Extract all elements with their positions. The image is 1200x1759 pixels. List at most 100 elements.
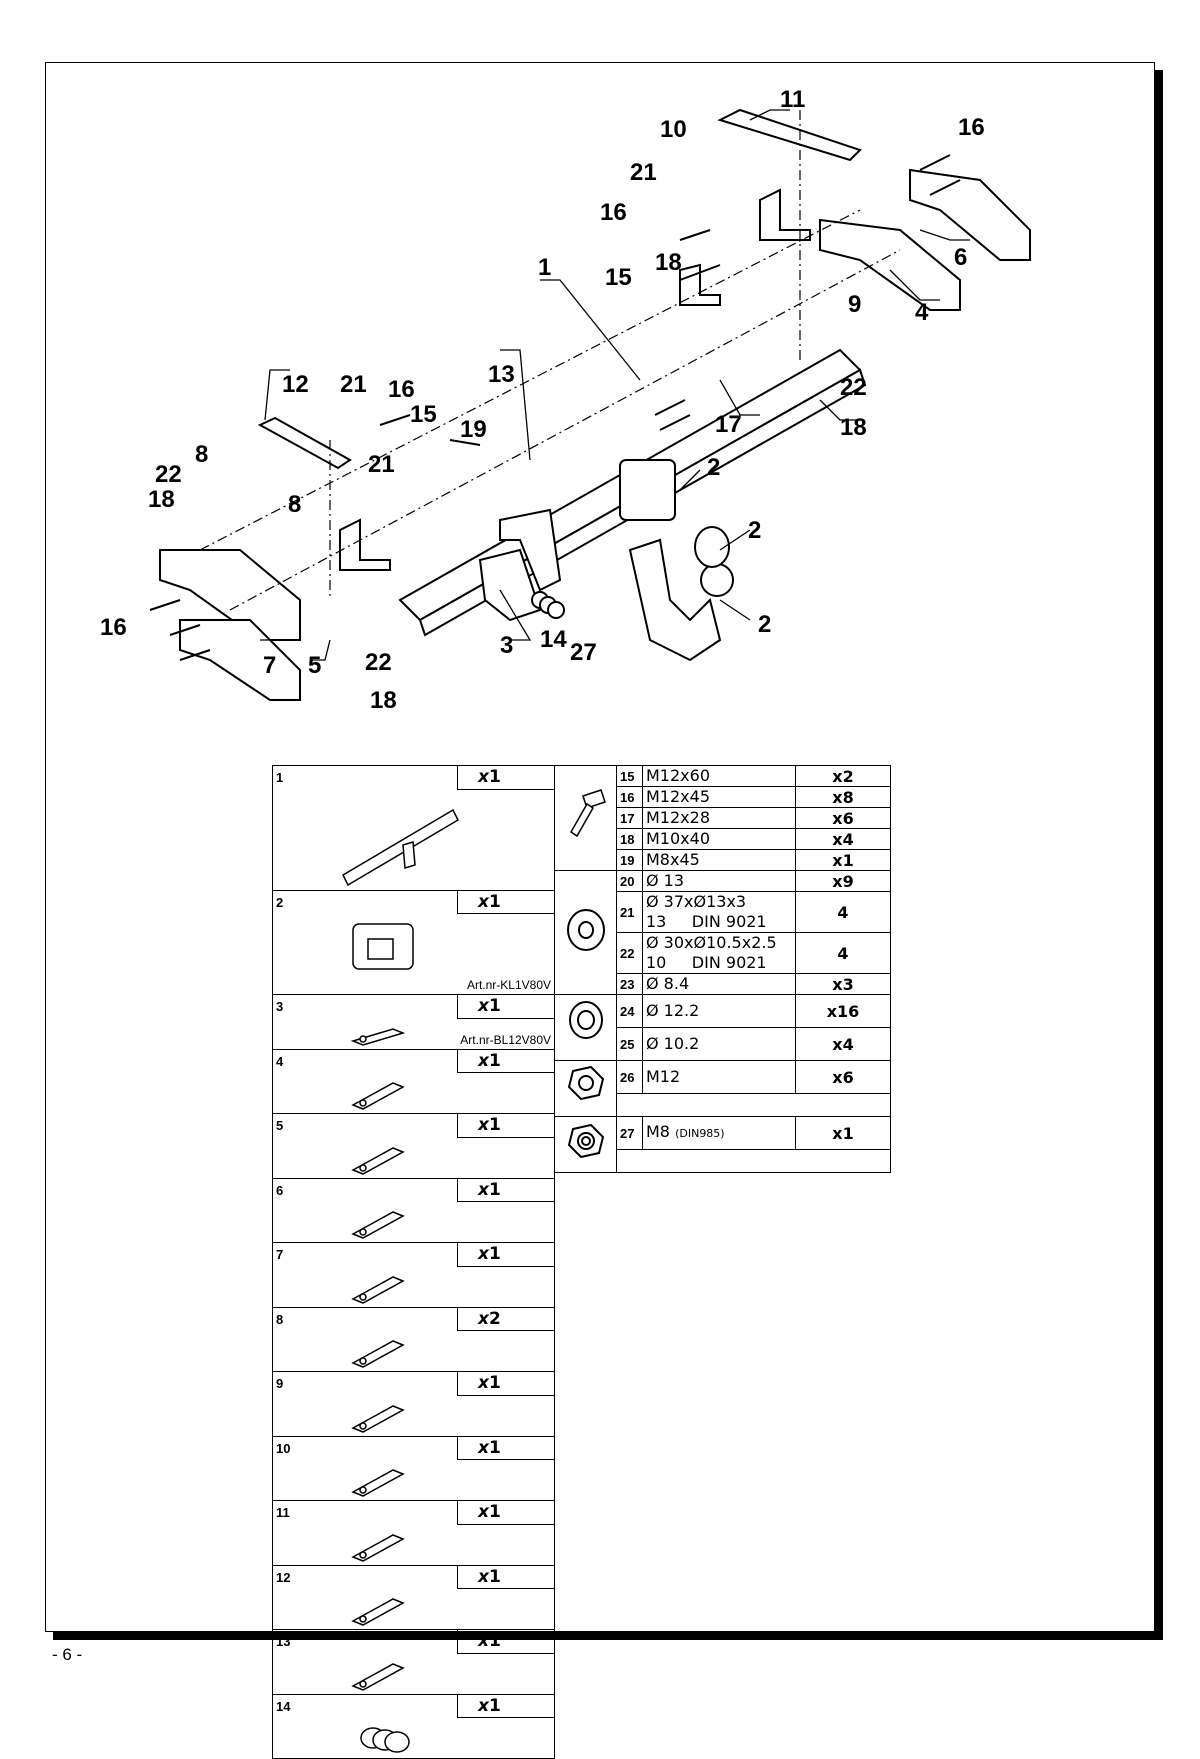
hardware-number: 25 (616, 1027, 643, 1061)
part-sketch-icon (342, 808, 459, 886)
qty-value: 1 (488, 1050, 501, 1071)
part-sketch-icon (350, 1027, 406, 1046)
part-quantity: x1 (457, 1500, 555, 1525)
spec-line: Ø 10.2 (646, 1034, 700, 1053)
part-illustration (272, 1201, 555, 1243)
hardware-spec: M10x40 (642, 828, 796, 850)
callout-4: 4 (915, 299, 929, 326)
hardware-spec: M12 (642, 1060, 796, 1094)
qty-value: 1 (488, 1115, 501, 1136)
hardware-icon-cell (554, 1116, 617, 1173)
callout-14: 14 (540, 626, 567, 653)
hardware-spec: Ø 13 (642, 870, 796, 892)
part-number: 13 (272, 1629, 458, 1653)
hardware-number: 19 (616, 849, 643, 871)
hardware-quantity: x1 (795, 1116, 891, 1150)
hardware-number: 18 (616, 828, 643, 850)
article-number: Art.nr-KL1V80V (466, 978, 551, 992)
part-illustration (272, 1459, 555, 1501)
spec-line: Ø 37xØ13x3 (646, 892, 747, 911)
part-illustration (272, 1137, 555, 1179)
part-quantity: x1 (457, 1113, 555, 1138)
part-number: 11 (272, 1500, 458, 1524)
qty-prefix: x (478, 891, 489, 912)
callout-27: 27 (570, 639, 597, 666)
part-number: 1 (272, 765, 458, 789)
callout-8: 8 (288, 491, 301, 518)
part-quantity: x1 (457, 994, 555, 1019)
part-illustration (272, 1072, 555, 1114)
part-illustration (272, 1524, 555, 1566)
qty-prefix: x (478, 767, 489, 788)
qty-value: 1 (488, 996, 501, 1017)
qty-value: 1 (488, 1179, 501, 1200)
qty-prefix: x (478, 996, 489, 1017)
qty-prefix: x (478, 1631, 489, 1652)
callout-7: 7 (263, 652, 276, 679)
callout-22: 22 (155, 461, 182, 488)
part-quantity: x1 (457, 1048, 555, 1073)
spec-line: Ø 12.2 (646, 1001, 700, 1020)
hardware-icon-cell (554, 870, 617, 995)
frame-shadow-right (1155, 70, 1163, 1640)
part-quantity: x1 (457, 889, 555, 914)
callout-17: 17 (715, 411, 742, 438)
part-number: 3 (272, 994, 458, 1018)
hardware-quantity: x16 (795, 994, 891, 1028)
qty-value: 1 (488, 1631, 501, 1652)
hardware-spec: M12x60 (642, 765, 796, 787)
callout-22: 22 (840, 374, 867, 401)
hardware-spec: M12x28 (642, 807, 796, 829)
hardware-quantity: x6 (795, 1060, 891, 1094)
spec-line: Ø 13 (646, 871, 685, 890)
callout-21: 21 (340, 371, 367, 398)
callout-3: 3 (500, 632, 513, 659)
flat-washer-icon (566, 909, 605, 951)
hardware-quantity: x3 (795, 973, 891, 995)
spec-line-2: 13 DIN 9021 (646, 912, 767, 931)
part-sketch-icon (351, 1533, 405, 1562)
page-number: - 6 - (52, 1645, 83, 1664)
qty-prefix: x (478, 1179, 489, 1200)
part-sketch-icon (352, 923, 414, 970)
part-illustration (272, 1395, 555, 1437)
spec-line: M12x28 (646, 808, 710, 827)
callout-12: 12 (282, 371, 309, 398)
qty-value: 1 (488, 1695, 501, 1716)
qty-prefix: x (478, 1308, 489, 1329)
callout-16: 16 (388, 376, 415, 403)
part-sketch-icon (351, 1146, 405, 1175)
qty-prefix: x (478, 1502, 489, 1523)
qty-value: 2 (488, 1308, 501, 1329)
qty-value: 1 (488, 1244, 501, 1265)
spec-line: M10x40 (646, 829, 710, 848)
spacer-cell (616, 1093, 891, 1117)
bolt-icon (569, 788, 606, 837)
hardware-number: 15 (616, 765, 643, 787)
part-number: 14 (272, 1693, 458, 1718)
hardware-spec: M8x45 (642, 849, 796, 871)
part-number: 4 (272, 1048, 458, 1073)
hardware-spec: Ø 10.2 (642, 1027, 796, 1061)
callout-11: 11 (780, 86, 805, 113)
hardware-quantity: x1 (795, 849, 891, 871)
part-illustration (272, 1653, 555, 1695)
spec-line-2: 10 DIN 9021 (646, 953, 767, 972)
part-quantity: x1 (457, 1693, 555, 1718)
hardware-number: 21 (616, 891, 643, 933)
part-quantity: x1 (457, 1177, 555, 1202)
callout-2: 2 (758, 611, 771, 638)
hardware-spec: M12x45 (642, 786, 796, 808)
